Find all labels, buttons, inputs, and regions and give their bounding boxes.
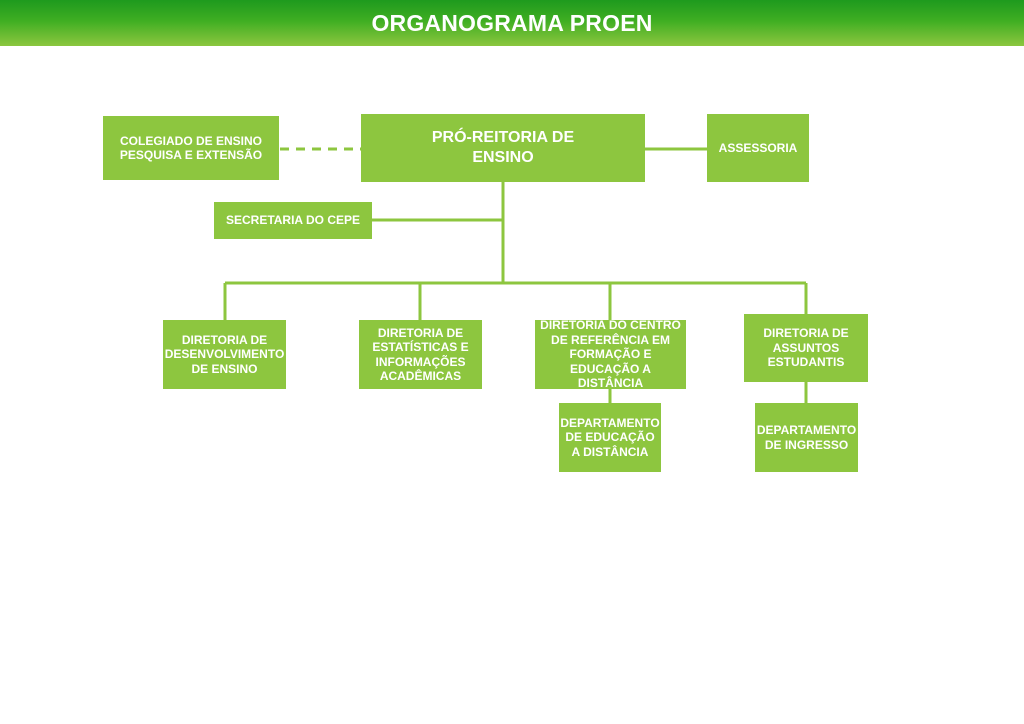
node-diretoria-desenvolvimento: DIRETORIA DE DESENVOLVIMENTO DE ENSINO (163, 320, 286, 389)
page-title: ORGANOGRAMA PROEN (371, 10, 653, 36)
node-assessoria: ASSESSORIA (707, 114, 809, 182)
node-departamento-educacao-distancia: DEPARTAMENTO DE EDUCAÇÃO A DISTÂNCIA (559, 403, 661, 472)
node-diretoria-assuntos-estudantis: DIRETORIA DE ASSUNTOS ESTUDANTIS (744, 314, 868, 382)
node-secretaria-do-cepe: SECRETARIA DO CEPE (214, 202, 372, 239)
node-diretoria-estatisticas: DIRETORIA DE ESTATÍSTICAS E INFORMAÇÕES … (359, 320, 482, 389)
node-colegiado: COLEGIADO DE ENSINO PESQUISA E EXTENSÃO (103, 116, 279, 180)
node-departamento-ingresso: DEPARTAMENTO DE INGRESSO (755, 403, 858, 472)
header-bar (0, 0, 1024, 46)
node-diretoria-centro-referencia: DIRETORIA DO CENTRO DE REFERÊNCIA EM FOR… (535, 318, 686, 390)
node-pro-reitoria-de-ensino: PRÓ-REITORIA DE ENSINO (361, 114, 645, 182)
